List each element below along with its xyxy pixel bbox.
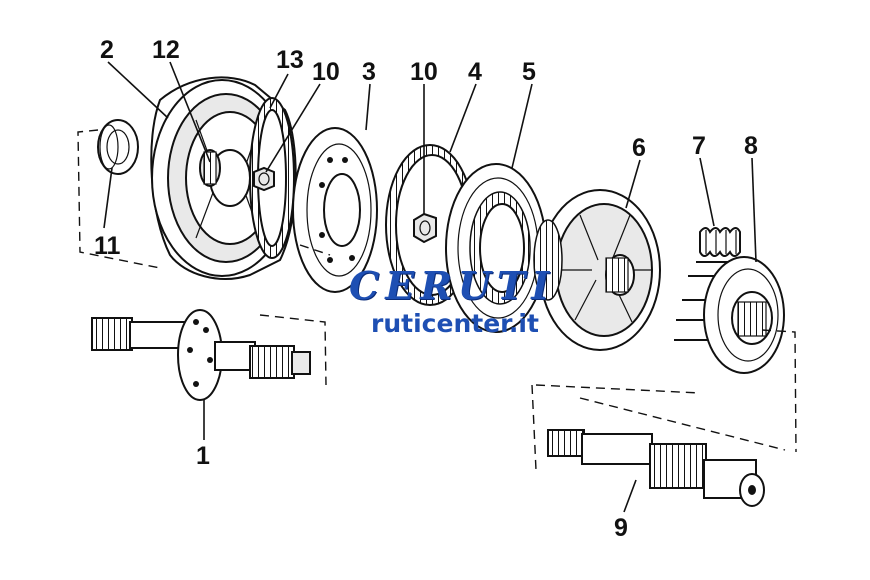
- callout-2: 2: [100, 36, 114, 64]
- stud-flange: [674, 256, 785, 374]
- callout-3: 3: [362, 58, 376, 86]
- callout-12: 12: [152, 36, 180, 64]
- seal-ring: [97, 119, 139, 175]
- callout-6: 6: [632, 134, 646, 162]
- watermark-url: ruticenter.it: [371, 309, 539, 338]
- pressure-plate: [292, 127, 378, 293]
- callout-4: 4: [468, 58, 482, 86]
- callout-5: 5: [522, 58, 536, 86]
- callout-7: 7: [692, 132, 706, 160]
- input-shaft: [91, 309, 311, 401]
- callout-9: 9: [614, 514, 628, 542]
- dashed-assembly-lines: [77, 129, 797, 471]
- callout-10-drum: 10: [312, 58, 340, 86]
- spring: [699, 227, 741, 257]
- drum-nut: [253, 166, 275, 192]
- watermark-brand: CERUTI: [349, 263, 555, 308]
- disc-nut: [413, 212, 437, 244]
- callout-13: 13: [276, 46, 304, 74]
- leader-lines: [103, 61, 757, 513]
- needle-bearing: [199, 149, 221, 187]
- callout-11: 11: [94, 232, 121, 260]
- output-shaft: [547, 429, 765, 507]
- outer-friction-disc: [445, 163, 547, 333]
- callout-1: 1: [196, 442, 210, 470]
- callout-8: 8: [744, 132, 758, 160]
- clutch-hub: [533, 189, 661, 351]
- callout-10-disc: 10: [410, 58, 438, 86]
